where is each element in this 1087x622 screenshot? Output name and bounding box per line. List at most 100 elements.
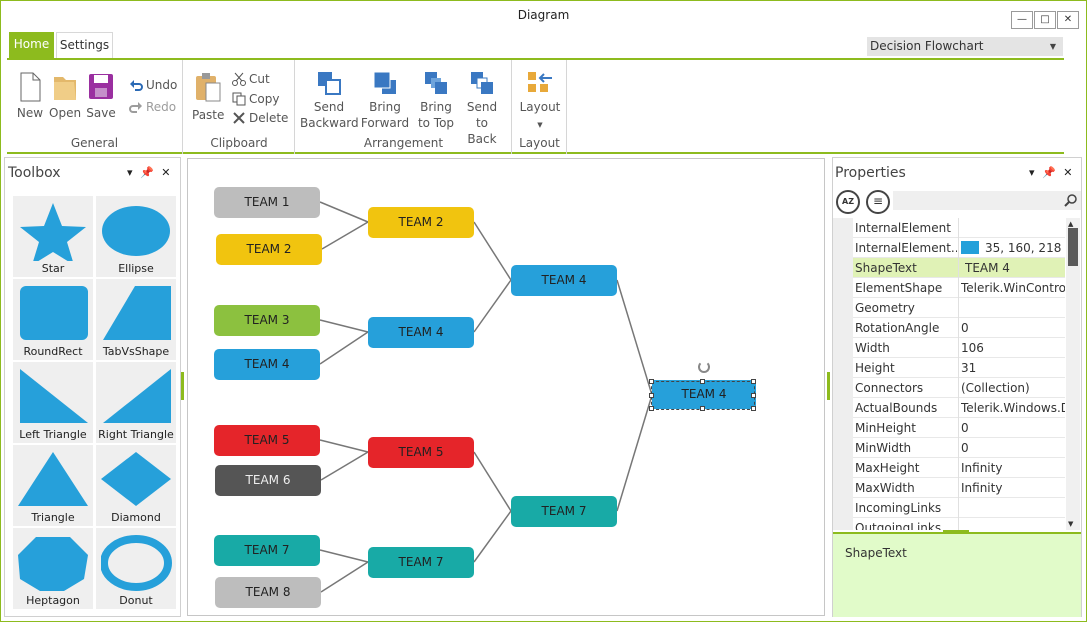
toolbox-item-donut[interactable]: Donut [96, 528, 176, 609]
resize-handle-6[interactable] [649, 406, 654, 411]
close-button[interactable]: ✕ [1057, 11, 1079, 29]
connector-10[interactable] [473, 279, 512, 333]
categorized-view-icon[interactable]: ≡ [866, 190, 890, 214]
property-row[interactable]: Connectors(Collection) [833, 378, 1065, 398]
diagram-node-2[interactable]: TEAM 2 [216, 234, 322, 265]
connector-2[interactable] [321, 221, 369, 250]
description-splitter[interactable] [943, 530, 969, 533]
connector-7[interactable] [319, 549, 369, 563]
toolbox-item-left-triangle[interactable]: Left Triangle [13, 362, 93, 443]
dropdown-arrow-icon[interactable]: ▾ [127, 166, 135, 179]
scroll-down-icon[interactable]: ▼ [1068, 520, 1074, 528]
save-button[interactable]: Save [85, 72, 117, 121]
diagram-node-14[interactable]: TEAM 7 [511, 496, 617, 527]
copy-button[interactable]: Copy [232, 92, 279, 106]
connector-13[interactable] [616, 279, 653, 396]
tab-home[interactable]: Home [9, 32, 54, 58]
toolbox-item-tab[interactable]: TabVsShape [96, 279, 176, 360]
connector-6[interactable] [320, 451, 369, 481]
open-button[interactable]: Open [49, 72, 81, 121]
rotate-handle-icon[interactable] [698, 361, 710, 373]
diagram-node-7[interactable]: TEAM 7 [214, 535, 320, 566]
right-splitter-handle[interactable] [827, 372, 830, 400]
diagram-node-12[interactable]: TEAM 7 [368, 547, 474, 578]
connector-12[interactable] [473, 510, 512, 563]
property-row[interactable]: OutgoingLinks [833, 518, 1065, 530]
diagram-node-13[interactable]: TEAM 4 [511, 265, 617, 296]
connector-9[interactable] [473, 221, 512, 281]
toolbox-item-right-triangle[interactable]: Right Triangle [96, 362, 176, 443]
connector-5[interactable] [319, 439, 369, 453]
property-value[interactable]: TEAM 4 [965, 261, 1010, 275]
resize-handle-2[interactable] [700, 379, 705, 384]
template-select[interactable]: Decision Flowchart▼ [867, 37, 1063, 56]
diagram-node-9[interactable]: TEAM 2 [368, 207, 474, 238]
toolbox-item-heptagon[interactable]: Heptagon [13, 528, 93, 609]
maximize-button[interactable]: □ [1034, 11, 1056, 29]
diagram-node-6[interactable]: TEAM 6 [215, 465, 321, 496]
redo-button[interactable]: Redo [129, 100, 176, 114]
dropdown-arrow-icon[interactable]: ▾ [1029, 166, 1037, 179]
new-button[interactable]: New [15, 72, 45, 121]
cut-button[interactable]: Cut [232, 72, 270, 86]
paste-button[interactable]: Paste [192, 72, 224, 123]
close-icon[interactable]: ✕ [161, 166, 173, 179]
tab-settings[interactable]: Settings [56, 32, 113, 58]
diagram-node-8[interactable]: TEAM 8 [215, 577, 321, 608]
undo-button[interactable]: Undo [129, 78, 177, 92]
diagram-node-4[interactable]: TEAM 4 [214, 349, 320, 380]
connector-8[interactable] [320, 561, 369, 593]
layout-button[interactable]: Layout▼ [517, 70, 563, 133]
resize-handle-4[interactable] [649, 393, 654, 398]
toolbox-item-ellipse[interactable]: Ellipse [96, 196, 176, 277]
pin-icon[interactable]: 📌 [140, 166, 156, 179]
toolbox-item-star[interactable]: Star [13, 196, 93, 277]
property-search-input[interactable] [893, 191, 1081, 210]
resize-handle-1[interactable] [649, 379, 654, 384]
diagram-node-3[interactable]: TEAM 3 [214, 305, 320, 336]
pin-icon[interactable]: 📌 [1042, 166, 1058, 179]
property-row[interactable]: Geometry [833, 298, 1065, 318]
diagram-node-1[interactable]: TEAM 1 [214, 187, 320, 218]
connector-14[interactable] [616, 394, 653, 512]
property-row[interactable]: IncomingLinks [833, 498, 1065, 518]
diagram-node-15[interactable]: TEAM 4 [652, 380, 756, 409]
resize-handle-3[interactable] [751, 379, 756, 384]
diagram-node-11[interactable]: TEAM 5 [368, 437, 474, 468]
left-splitter-handle[interactable] [181, 372, 184, 400]
minimize-button[interactable]: — [1011, 11, 1033, 29]
resize-handle-5[interactable] [751, 393, 756, 398]
toolbox-item-triangle[interactable]: Triangle [13, 445, 93, 526]
connector-4[interactable] [319, 331, 369, 365]
diagram-node-10[interactable]: TEAM 4 [368, 317, 474, 348]
property-grid-scrollbar[interactable]: ▲ ▼ [1066, 218, 1080, 530]
property-row[interactable]: ▶InternalElement [833, 218, 1065, 238]
property-row[interactable]: InternalElement...35, 160, 218 [833, 238, 1065, 258]
toolbox-item-diamond[interactable]: Diamond [96, 445, 176, 526]
close-icon[interactable]: ✕ [1063, 166, 1075, 179]
delete-button[interactable]: Delete [232, 111, 288, 125]
toolbox-item-roundrect[interactable]: RoundRect [13, 279, 93, 360]
connector-11[interactable] [473, 451, 512, 512]
scrollbar-thumb[interactable] [1068, 228, 1078, 266]
diagram-canvas[interactable]: TEAM 1 TEAM 2 TEAM 3 TEAM 4 TEAM 5 TEAM 6 TEAM… [187, 158, 825, 616]
resize-handle-8[interactable] [751, 406, 756, 411]
connector-3[interactable] [319, 319, 369, 333]
connector-1[interactable] [319, 201, 369, 223]
sort-alphabetical-icon[interactable]: AZ [836, 190, 860, 214]
resize-handle-7[interactable] [700, 406, 705, 411]
scroll-up-icon[interactable]: ▲ [1068, 220, 1074, 228]
